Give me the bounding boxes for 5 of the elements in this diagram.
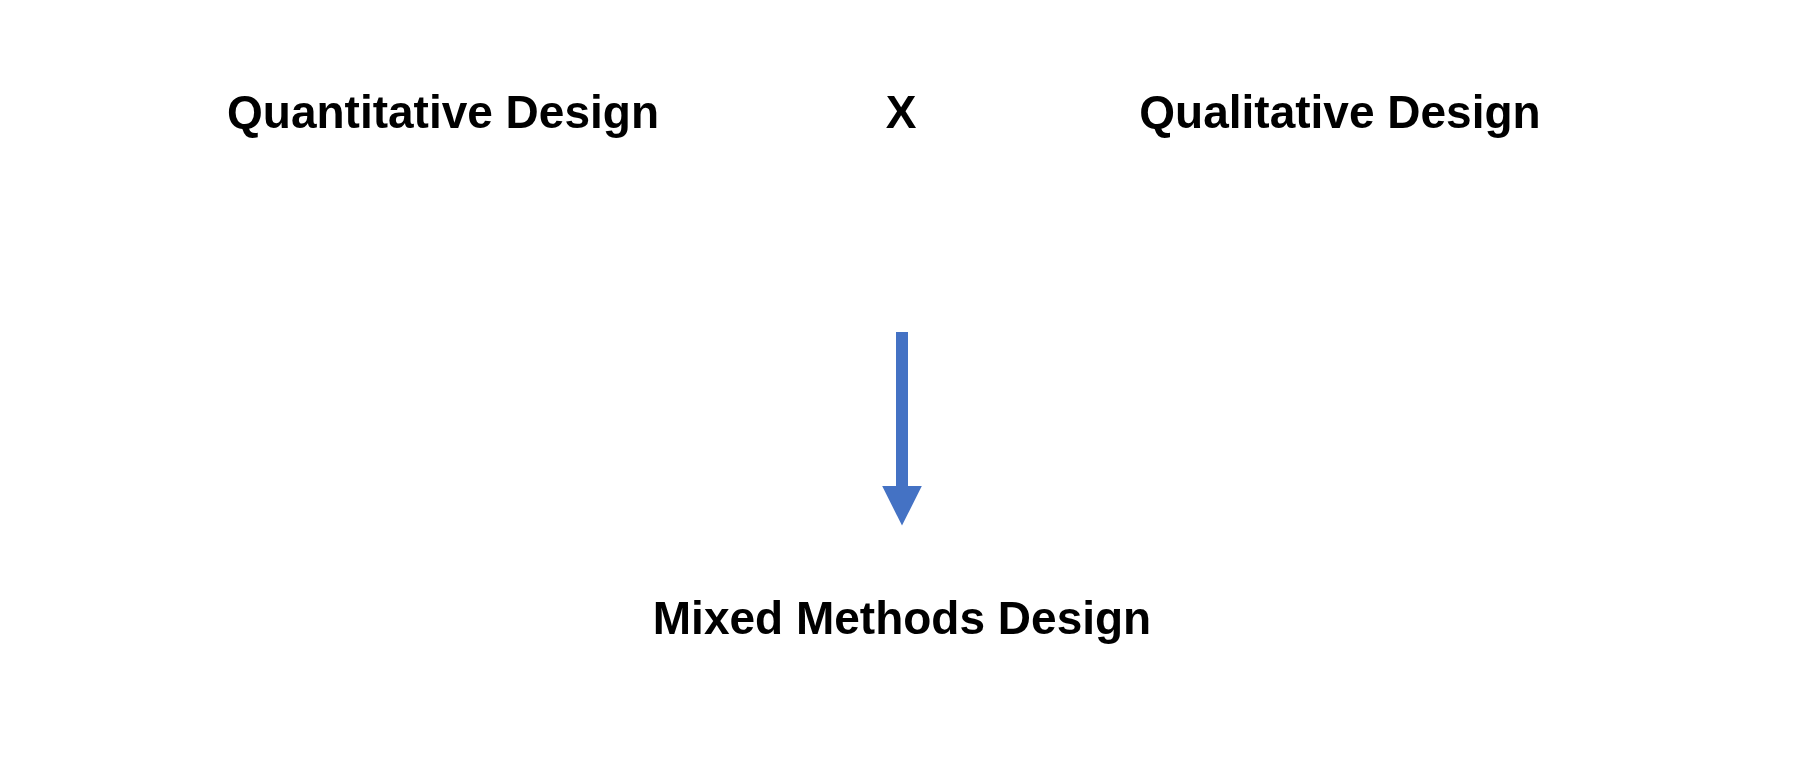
arrow — [882, 332, 922, 526]
heading-text: Qualitative Design — [1139, 86, 1541, 139]
times-sign: X — [885, 86, 917, 139]
heading-text: Quantitative Design — [227, 86, 659, 139]
heading-text: Mixed Methods Design — [652, 592, 1152, 645]
